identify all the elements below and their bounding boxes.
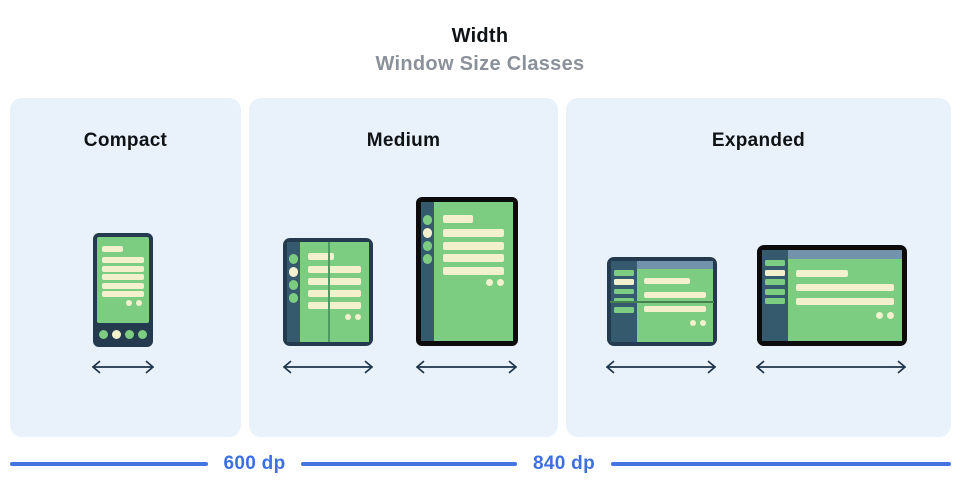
placeholder-dots: [308, 314, 361, 320]
tablet-screen: [788, 250, 902, 341]
panel-compact: Compact: [10, 98, 241, 437]
placeholder-dots: [644, 320, 706, 326]
placeholder-dots: [102, 299, 144, 306]
app-topbar: [788, 250, 902, 259]
rail-dot-icon: [422, 215, 433, 225]
placeholder-text-bar: [796, 284, 894, 291]
foldable-portrait-illustration: [283, 238, 373, 346]
screen-body: [788, 259, 902, 319]
ruler-line-segment: [10, 462, 208, 466]
navbar-dot-icon: [138, 329, 147, 339]
navbar-dot-icon: [125, 329, 134, 339]
nav-rail: [287, 242, 300, 342]
rail-dot-icon: [422, 228, 433, 238]
placeholder-text-bar: [443, 254, 504, 263]
placeholder-text-bar: [102, 282, 144, 289]
rail-dot-icon: [288, 293, 299, 303]
screen-body: [637, 269, 713, 326]
placeholder-heading-bar: [644, 278, 690, 284]
nav-item-bar: [614, 288, 634, 295]
placeholder-text-bar: [443, 229, 504, 237]
width-arrow-icon: [604, 360, 718, 374]
placeholder-dots: [796, 312, 894, 319]
rail-dot-icon: [422, 241, 433, 251]
nav-item-bar: [765, 269, 785, 276]
placeholder-text-bar: [443, 241, 504, 250]
fold-crease-line: [610, 301, 714, 303]
nav-item-bar: [614, 270, 634, 276]
placeholder-text-bar: [308, 278, 361, 285]
ruler-line-segment: [611, 462, 951, 466]
breakpoint-840dp-label: 840 dp: [533, 453, 595, 474]
fold-crease-line: [328, 242, 330, 342]
rail-dot-icon: [288, 267, 299, 277]
placeholder-heading-bar: [443, 215, 473, 223]
placeholder-text-bar: [644, 292, 706, 298]
panel-compact-title: Compact: [83, 130, 168, 151]
placeholder-text-bar: [102, 291, 144, 298]
placeholder-dots: [443, 279, 504, 287]
placeholder-heading-bar: [796, 270, 848, 277]
nav-drawer: [762, 250, 788, 341]
foldable-landscape-illustration: [607, 257, 717, 346]
rail-dot-icon: [288, 280, 299, 290]
placeholder-text-bar: [796, 298, 894, 305]
ruler-line-segment: [301, 462, 517, 466]
placeholder-text-bar: [102, 265, 144, 272]
foldable-screen: [300, 242, 369, 342]
placeholder-text-bar: [308, 290, 361, 297]
width-arrow-icon: [90, 360, 156, 374]
panel-expanded: Expanded: [566, 98, 951, 437]
nav-item-bar: [765, 279, 785, 286]
nav-item-bar: [614, 307, 634, 313]
nav-item-bar: [765, 298, 785, 305]
placeholder-text-bar: [102, 257, 144, 263]
diagram-title: Width: [451, 25, 509, 47]
placeholder-heading-bar: [102, 246, 123, 252]
rail-dot-icon: [422, 254, 433, 264]
placeholder-text-bar: [308, 266, 361, 273]
nav-item-bar: [614, 279, 634, 285]
phone-screen: [97, 237, 149, 323]
placeholder-text-bar: [308, 302, 361, 309]
tablet-screen: [434, 202, 513, 341]
phone-portrait-illustration: [93, 233, 153, 347]
nav-item-bar: [765, 288, 785, 295]
panel-expanded-title: Expanded: [711, 130, 806, 151]
nav-item-bar: [765, 260, 785, 266]
navbar-dot-icon: [112, 329, 121, 339]
panel-medium: Medium: [249, 98, 558, 437]
breakpoint-600dp-label: 600 dp: [223, 453, 286, 474]
width-arrow-icon: [281, 360, 375, 374]
navbar-dot-icon: [99, 329, 108, 339]
placeholder-text-bar: [443, 266, 504, 275]
tablet-portrait-illustration: [416, 197, 518, 346]
phone-navbar: [97, 325, 149, 343]
diagram-subtitle: Window Size Classes: [375, 53, 585, 75]
nav-rail: [421, 202, 434, 341]
panel-medium-title: Medium: [366, 130, 441, 151]
width-arrow-icon: [754, 360, 908, 374]
rail-dot-icon: [288, 254, 299, 264]
placeholder-heading-bar: [308, 253, 334, 260]
placeholder-text-bar: [644, 306, 706, 312]
nav-item-bar: [614, 297, 634, 304]
tablet-landscape-illustration: [757, 245, 907, 346]
app-topbar: [637, 261, 713, 269]
width-arrow-icon: [414, 360, 519, 374]
placeholder-text-bar: [102, 274, 144, 281]
